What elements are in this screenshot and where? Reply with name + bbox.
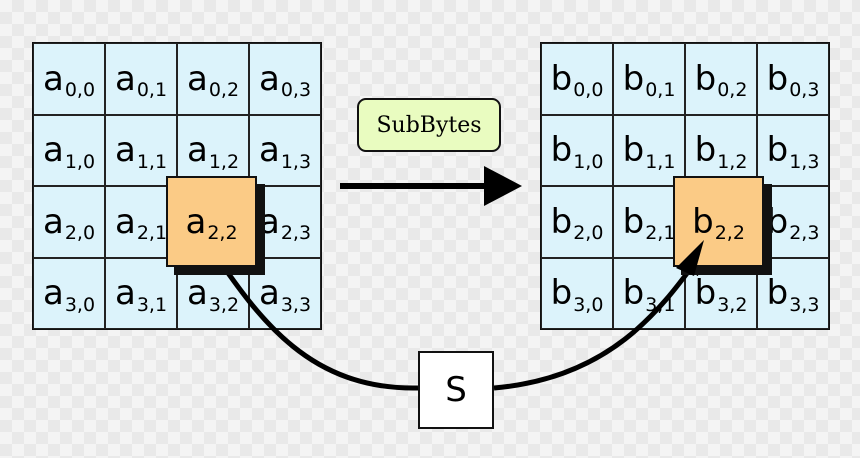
highlight-subscript: 2,2 <box>207 222 238 244</box>
cell-subscript: 0,2 <box>208 79 240 102</box>
cell-subscript: 1,2 <box>208 150 240 173</box>
cell-letter: b <box>550 273 573 314</box>
sbox-box: S <box>418 351 494 429</box>
cell-subscript: 1,3 <box>789 150 820 173</box>
cell-subscript: 2,0 <box>64 222 96 245</box>
cell-letter: a <box>258 130 280 171</box>
cell-letter: b <box>550 130 573 171</box>
subbytes-label: SubBytes <box>376 112 482 138</box>
subbytes-label-box: SubBytes <box>357 98 501 152</box>
cell-subscript: 2,0 <box>573 222 604 245</box>
cell-subscript: 3,0 <box>64 293 96 316</box>
cell-letter: a <box>42 130 64 171</box>
sbox-label: S <box>445 370 467 410</box>
cell-letter: b <box>766 130 789 171</box>
cell-subscript: 0,1 <box>645 79 676 102</box>
cell-letter: b <box>550 201 573 242</box>
cell-subscript: 3,3 <box>280 293 312 316</box>
sbox-output-arrowhead <box>676 240 704 276</box>
cell-subscript: 2,3 <box>789 222 820 245</box>
cell-subscript: 3,0 <box>573 293 604 316</box>
cell-letter: b <box>622 273 645 314</box>
highlight-subscript: 2,2 <box>714 222 745 244</box>
cell-subscript: 0,0 <box>573 79 604 102</box>
cell-letter: a <box>114 201 136 242</box>
cell-subscript: 3,1 <box>136 293 168 316</box>
subbytes-arrowhead <box>484 166 522 206</box>
cell-letter: a <box>42 201 64 242</box>
cell-letter: a <box>114 58 136 99</box>
sbox-output-arrow <box>493 253 702 391</box>
cell-subscript: 0,2 <box>717 79 748 102</box>
cell-letter: a <box>186 130 208 171</box>
highlight-letter: b <box>692 201 714 242</box>
cell-letter: b <box>766 273 789 314</box>
sbox-lookup-arrow <box>209 248 419 391</box>
cell-subscript: 2,3 <box>280 222 312 245</box>
cell-letter: b <box>550 58 573 99</box>
cell-subscript: 1,0 <box>573 150 604 173</box>
cell-letter: b <box>622 58 645 99</box>
cell-subscript: 1,1 <box>645 150 676 173</box>
cell-letter: b <box>694 130 717 171</box>
cell-subscript: 1,0 <box>64 150 96 173</box>
cell-subscript: 3,3 <box>789 293 820 316</box>
cell-subscript: 1,1 <box>136 150 168 173</box>
cell-letter: a <box>114 273 136 314</box>
cell-subscript: 0,3 <box>280 79 312 102</box>
cell-letter: b <box>622 201 645 242</box>
cell-subscript: 0,0 <box>64 79 96 102</box>
cell-subscript: 2,1 <box>136 222 168 245</box>
cell-letter: a <box>186 273 208 314</box>
cell-letter: a <box>42 58 64 99</box>
cell-letter: b <box>694 273 717 314</box>
cell-subscript: 1,3 <box>280 150 312 173</box>
highlight-letter: a <box>185 201 207 242</box>
cell-letter: a <box>258 58 280 99</box>
cell-letter: a <box>186 58 208 99</box>
cell-subscript: 2,1 <box>645 222 676 245</box>
cell-letter: a <box>42 273 64 314</box>
cell-letter: a <box>114 130 136 171</box>
cell-subscript: 3,2 <box>717 293 748 316</box>
cell-subscript: 0,1 <box>136 79 168 102</box>
cell-subscript: 0,3 <box>789 79 820 102</box>
cell-letter: b <box>622 130 645 171</box>
cell-subscript: 1,2 <box>717 150 748 173</box>
cell-letter: b <box>766 58 789 99</box>
cell-subscript: 3,2 <box>208 293 240 316</box>
cell-letter: b <box>694 58 717 99</box>
cell-letter: a <box>258 273 280 314</box>
